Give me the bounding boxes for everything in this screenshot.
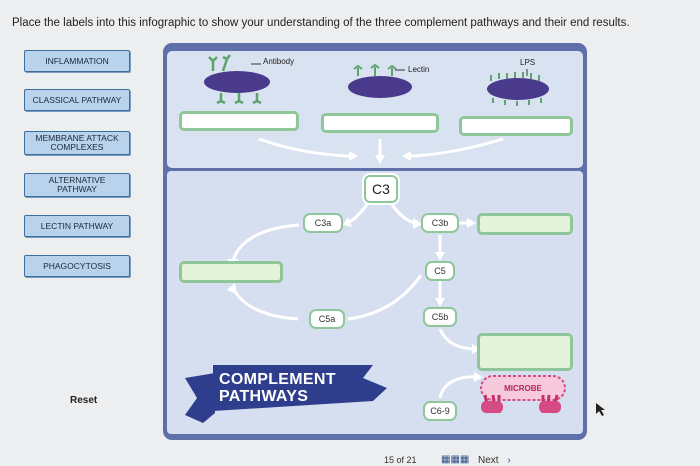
drop-box-classical[interactable] [179, 111, 299, 131]
drop-box-c5b-result[interactable] [477, 333, 573, 371]
c5a-node: C5a [309, 309, 345, 329]
chevron-right-icon: › [507, 455, 511, 466]
lps-microbe-icon [487, 69, 549, 106]
c5b-node: C5b [423, 307, 457, 327]
grid-icon[interactable]: ▦▦▦ [441, 454, 470, 465]
microbe-label: MICROBE [504, 384, 542, 393]
next-label: Next [478, 455, 499, 466]
label-phagocytosis[interactable]: PHAGOCYTOSIS [24, 255, 130, 277]
cursor-icon [596, 403, 605, 416]
label-alternative-pathway[interactable]: ALTERNATIVE PATHWAY [24, 173, 130, 197]
c6-9-node: C6-9 [423, 401, 457, 421]
c5-node: C5 [425, 261, 455, 281]
c3-node: C3 [362, 173, 400, 205]
antibody-microbe-icon [204, 54, 270, 105]
page-indicator: 15 of 21 [384, 455, 417, 465]
drop-box-c3a-result[interactable] [179, 261, 283, 283]
lps-label: LPS [520, 58, 536, 67]
label-membrane-attack-complexes[interactable]: MEMBRANE ATTACK COMPLEXES [24, 131, 130, 155]
title-line-2: PATHWAYS [219, 388, 309, 405]
title-line-1: COMPLEMENT [219, 371, 336, 388]
microbe-membrane-icon [480, 375, 566, 414]
c3a-node: C3a [303, 213, 343, 233]
drop-box-lectin[interactable] [321, 113, 439, 133]
antibody-label: Antibody [263, 57, 295, 66]
label-inflammation[interactable]: INFLAMMATION [24, 50, 130, 72]
drop-box-c3b-result[interactable] [477, 213, 573, 235]
label-lectin-pathway[interactable]: LECTIN PATHWAY [24, 215, 130, 237]
complement-infographic: C3 C3a C3b C5 C5a C5b C6-9 Antibody Lect… [163, 43, 587, 440]
instructions-text: Place the labels into this infographic t… [12, 17, 630, 29]
c3b-node: C3b [421, 213, 459, 233]
next-button[interactable]: Next › [478, 455, 511, 466]
title-banner [213, 365, 387, 411]
drop-box-alternative[interactable] [459, 116, 573, 136]
reset-button[interactable]: Reset [70, 395, 98, 406]
lectin-microbe-icon [348, 63, 412, 98]
label-classical-pathway[interactable]: CLASSICAL PATHWAY [24, 89, 130, 111]
infographic-art [185, 54, 566, 423]
title-text: COMPLEMENT PATHWAYS [219, 371, 369, 405]
lectin-label: Lectin [408, 65, 430, 74]
